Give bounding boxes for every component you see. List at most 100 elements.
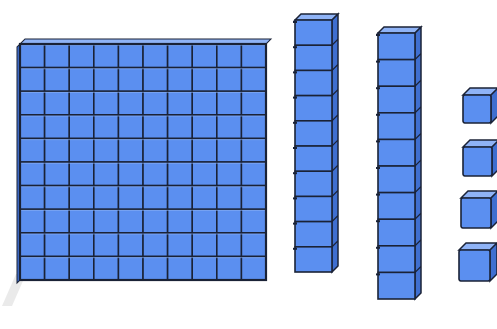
flat-unit-cell bbox=[143, 91, 168, 115]
tens-rods bbox=[293, 14, 421, 299]
flat-unit-cell bbox=[192, 186, 217, 210]
rod-unit-cell bbox=[295, 45, 332, 70]
flat-unit-cell bbox=[69, 68, 94, 92]
flat-unit-cell bbox=[143, 44, 168, 68]
rod-unit-cell bbox=[295, 247, 332, 272]
unit-front-face bbox=[463, 147, 492, 176]
flat-unit-cell bbox=[118, 91, 143, 115]
flat-unit-cell bbox=[94, 162, 119, 186]
flat-unit-cell bbox=[118, 68, 143, 92]
flat-unit-cell bbox=[168, 256, 193, 280]
rod-unit-cell bbox=[378, 246, 415, 273]
flat-unit-cell bbox=[118, 138, 143, 162]
flat-unit-cell bbox=[192, 256, 217, 280]
flat-unit-cell bbox=[241, 233, 266, 257]
flat-unit-cell bbox=[94, 68, 119, 92]
flat-unit-cell bbox=[94, 233, 119, 257]
flat-unit-cell bbox=[168, 162, 193, 186]
flat-unit-cell bbox=[217, 209, 242, 233]
unit-top-face bbox=[463, 140, 497, 147]
rod-unit-cell bbox=[378, 219, 415, 246]
flat-unit-cell bbox=[45, 91, 70, 115]
flat-unit-cell bbox=[217, 233, 242, 257]
flat-unit-cell bbox=[168, 233, 193, 257]
unit-front-face bbox=[459, 250, 490, 281]
flat-unit-cell bbox=[217, 162, 242, 186]
unit-cube-icon bbox=[459, 243, 497, 281]
flat-unit-cell bbox=[168, 44, 193, 68]
flat-unit-cell bbox=[94, 256, 119, 280]
flat-unit-cell bbox=[94, 138, 119, 162]
flat-unit-cell bbox=[69, 44, 94, 68]
flat-unit-cell bbox=[241, 162, 266, 186]
unit-side-face bbox=[491, 191, 497, 228]
flat-unit-cell bbox=[217, 115, 242, 139]
flat-unit-cell bbox=[168, 91, 193, 115]
flat-unit-cell bbox=[192, 91, 217, 115]
flat-unit-cell bbox=[20, 233, 45, 257]
flat-unit-cell bbox=[94, 209, 119, 233]
flat-unit-cell bbox=[20, 209, 45, 233]
rod-unit-cell bbox=[378, 139, 415, 166]
flat-unit-cell bbox=[20, 138, 45, 162]
flat-unit-cell bbox=[192, 209, 217, 233]
flat-unit-cell bbox=[20, 256, 45, 280]
flat-unit-cell bbox=[143, 115, 168, 139]
unit-cube-icon bbox=[463, 140, 497, 176]
flat-unit-cell bbox=[168, 115, 193, 139]
flat-unit-cell bbox=[241, 44, 266, 68]
rod-unit-cell bbox=[378, 166, 415, 193]
flat-unit-cell bbox=[192, 44, 217, 68]
rod-top-face bbox=[378, 27, 421, 33]
rod-unit-cell bbox=[295, 196, 332, 221]
flat-unit-cell bbox=[69, 186, 94, 210]
rod-unit-cell bbox=[378, 193, 415, 220]
hundreds-flats bbox=[2, 39, 271, 306]
unit-front-face bbox=[461, 198, 491, 228]
unit-cube-icon bbox=[463, 88, 497, 123]
rod-unit-cell bbox=[295, 70, 332, 95]
flat-unit-cell bbox=[118, 256, 143, 280]
flat-unit-cell bbox=[118, 115, 143, 139]
rod-unit-cell bbox=[378, 33, 415, 60]
flat-unit-cell bbox=[241, 68, 266, 92]
rod-unit-cell bbox=[295, 121, 332, 146]
flat-unit-cell bbox=[20, 91, 45, 115]
flat-unit-cell bbox=[118, 233, 143, 257]
rod-unit-cell bbox=[378, 113, 415, 140]
flat-unit-cell bbox=[94, 115, 119, 139]
flat-unit-cell bbox=[45, 44, 70, 68]
flat-unit-cell bbox=[94, 186, 119, 210]
flat-unit-cell bbox=[217, 91, 242, 115]
flat-unit-cell bbox=[192, 115, 217, 139]
flat-unit-cell bbox=[69, 162, 94, 186]
ones-units bbox=[459, 88, 497, 281]
flat-unit-cell bbox=[69, 209, 94, 233]
flat-unit-cell bbox=[192, 162, 217, 186]
flat-unit-cell bbox=[241, 115, 266, 139]
flat-unit-cell bbox=[69, 115, 94, 139]
flat-unit-cell bbox=[45, 138, 70, 162]
flat-unit-cell bbox=[241, 209, 266, 233]
flat-unit-cell bbox=[192, 233, 217, 257]
unit-side-face bbox=[491, 88, 497, 123]
flat-unit-cell bbox=[69, 256, 94, 280]
flat-unit-cell bbox=[69, 138, 94, 162]
flat-unit-cell bbox=[192, 68, 217, 92]
flat-unit-cell bbox=[94, 44, 119, 68]
flat-unit-cell bbox=[118, 186, 143, 210]
flat-unit-cell bbox=[45, 209, 70, 233]
ten-rod-icon bbox=[293, 14, 338, 272]
flat-unit-cell bbox=[143, 209, 168, 233]
flat-unit-cell bbox=[45, 233, 70, 257]
flat-unit-cell bbox=[20, 186, 45, 210]
flat-unit-cell bbox=[69, 91, 94, 115]
flat-unit-cell bbox=[143, 162, 168, 186]
flat-unit-cell bbox=[168, 138, 193, 162]
flat-unit-cell bbox=[45, 68, 70, 92]
flat-unit-cell bbox=[241, 256, 266, 280]
flat-unit-cell bbox=[45, 186, 70, 210]
flat-unit-cell bbox=[143, 256, 168, 280]
flat-unit-cell bbox=[143, 233, 168, 257]
